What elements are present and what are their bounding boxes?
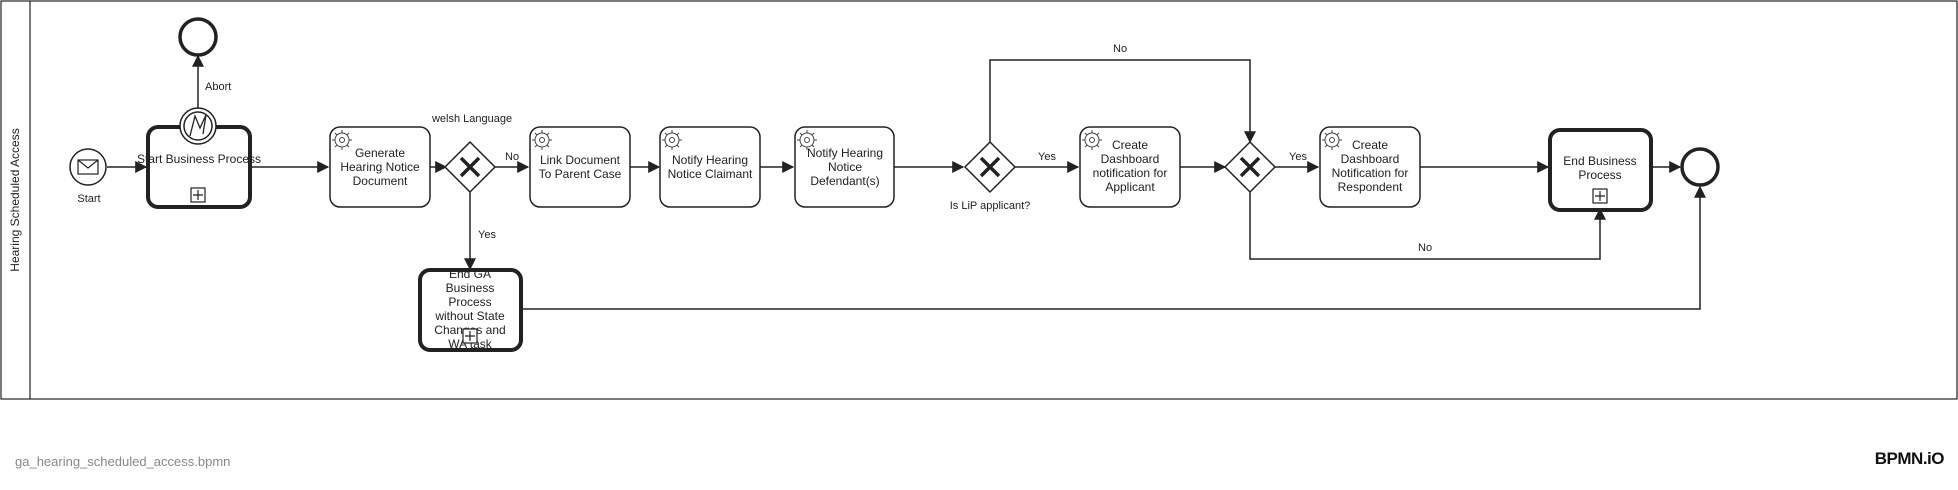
abort-end-event[interactable] bbox=[178, 17, 218, 57]
flow-label-no: No bbox=[1418, 242, 1432, 254]
lane-label: Hearing Scheduled Access bbox=[8, 128, 22, 271]
boundary-error-event[interactable] bbox=[179, 107, 217, 145]
flow-merge-no[interactable] bbox=[1249, 192, 1606, 260]
bpmn-canvas: Hearing Scheduled Access Start Abort Sta… bbox=[0, 0, 1958, 400]
gateway-welsh-language[interactable] bbox=[443, 140, 497, 194]
bpmn-io-logo[interactable]: BPMN.iO bbox=[1874, 449, 1945, 468]
start-event[interactable] bbox=[69, 148, 107, 186]
flow-label-yes: Yes bbox=[1289, 151, 1307, 163]
gateway-label: Is LiP applicant? bbox=[950, 200, 1031, 212]
sequence-flows bbox=[107, 54, 1706, 310]
error-icon bbox=[189, 113, 207, 137]
end-event[interactable] bbox=[1680, 147, 1720, 187]
diagram-filename: ga_hearing_scheduled_access.bpmn bbox=[15, 454, 231, 469]
gateway-merge[interactable] bbox=[1223, 140, 1277, 194]
gateway-label: welsh Language bbox=[431, 113, 512, 125]
flow-label-no: No bbox=[505, 151, 519, 163]
flow-lip-no[interactable] bbox=[989, 59, 1256, 144]
flow-ga-to-end-event[interactable] bbox=[521, 185, 1706, 310]
exclusive-x-icon bbox=[1239, 156, 1261, 178]
flow-label-no: No bbox=[1113, 43, 1127, 55]
exclusive-x-icon bbox=[979, 156, 1001, 178]
gateway-lip-applicant[interactable] bbox=[963, 140, 1017, 194]
abort-label: Abort bbox=[205, 81, 231, 93]
flow-label-yes: Yes bbox=[478, 229, 496, 241]
start-event-label: Start bbox=[77, 193, 100, 205]
exclusive-x-icon bbox=[459, 156, 481, 178]
flow-label-yes: Yes bbox=[1038, 151, 1056, 163]
task-start-business-process[interactable]: Start Business Process bbox=[137, 125, 261, 209]
task-label: Start Business Process bbox=[137, 152, 261, 166]
